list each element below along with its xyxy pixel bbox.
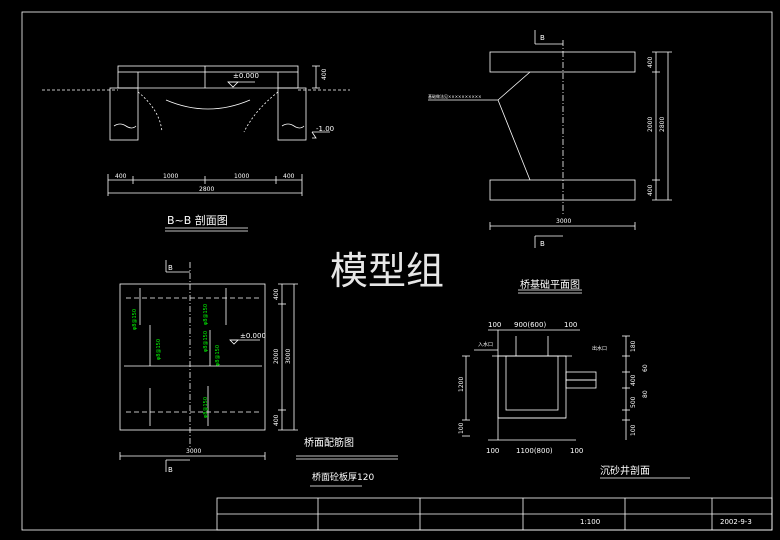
rebar-label-5: φ8@150 — [203, 397, 209, 418]
watermark: 模型组 — [330, 249, 444, 293]
fp-dim-total-v: 2800 — [659, 117, 666, 132]
fp-mark-top: B — [540, 34, 545, 42]
dr-dim-v2: 400 — [273, 414, 280, 426]
sw-label-inlet: 入水口 — [478, 341, 493, 348]
fp-note: 基础做法见×××××××××× — [428, 93, 482, 99]
bb-dim-total: 2800 — [199, 186, 214, 193]
rebar-label-0: φ8@150 — [132, 309, 138, 330]
bb-dim-0: 400 — [115, 173, 127, 180]
fp-dim-total-h: 3000 — [556, 218, 571, 225]
deck-rebar-plan — [119, 260, 398, 487]
dr-mark-bottom: B — [168, 466, 173, 474]
sand-well-section — [462, 329, 690, 479]
dr-dim-v1: 2000 — [273, 349, 280, 364]
fp-dim-v1: 2000 — [647, 117, 654, 132]
rebar-label-3: φ8@150 — [203, 331, 209, 352]
sw-top-dim-0: 100 — [488, 321, 501, 329]
bb-title: B~B 剖面图 — [167, 213, 228, 227]
sw-label-outlet: 出水口 — [592, 345, 607, 352]
sw-left-dim-0: 1200 — [458, 377, 465, 392]
bb-dim-height: 400 — [321, 68, 328, 80]
bb-dim-3: 400 — [283, 173, 295, 180]
scale-text: 1:100 — [580, 518, 600, 526]
sw-top-dim-1: 900(600) — [514, 321, 546, 329]
rebar-label-1: φ8@150 — [203, 304, 209, 325]
sw-right-dim-2: 60 — [642, 364, 649, 372]
fp-dim-v0: 400 — [647, 56, 654, 68]
dr-dim-total-v: 3000 — [285, 349, 292, 364]
sw-right-dim-4: 80 — [642, 390, 649, 398]
dr-dim-total-h: 3000 — [186, 448, 201, 455]
bb-dim-1: 1000 — [163, 173, 178, 180]
sw-bottom-dim-0: 100 — [486, 447, 499, 455]
bb-elevation-top: ±0.000 — [233, 72, 259, 80]
sw-title: 沉砂井剖面 — [600, 464, 650, 477]
rebar-label-4: φ8@150 — [215, 345, 221, 366]
date-text: 2002-9-3 — [720, 518, 752, 526]
sw-bottom-dim-2: 100 — [570, 447, 583, 455]
foundation-plan — [428, 30, 672, 294]
sw-left-dim-1: 100 — [458, 422, 465, 434]
sw-right-dim-5: 100 — [630, 424, 637, 436]
bb-dim-2: 1000 — [234, 173, 249, 180]
section-bb — [42, 65, 350, 232]
sw-right-dim-0: 180 — [630, 340, 637, 352]
fp-dim-v2: 400 — [647, 184, 654, 196]
dr-elevation: ±0.000 — [240, 332, 266, 340]
sw-top-dim-2: 100 — [564, 321, 577, 329]
fp-title: 桥基础平面图 — [520, 278, 580, 291]
dr-mark-top: B — [168, 264, 173, 272]
sw-right-dim-1: 400 — [630, 374, 637, 386]
dr-dim-v0: 400 — [273, 288, 280, 300]
dr-title: 桥面配筋图 — [304, 436, 354, 449]
fp-mark-bottom: B — [540, 240, 545, 248]
bb-elevation-bottom: -1.00 — [316, 125, 334, 133]
sw-bottom-dim-1: 1100(800) — [516, 447, 553, 455]
rebar-label-2: φ8@150 — [156, 339, 162, 360]
dr-subtitle: 桥面砼板厚120 — [312, 471, 374, 483]
sw-right-dim-3: 500 — [630, 396, 637, 408]
